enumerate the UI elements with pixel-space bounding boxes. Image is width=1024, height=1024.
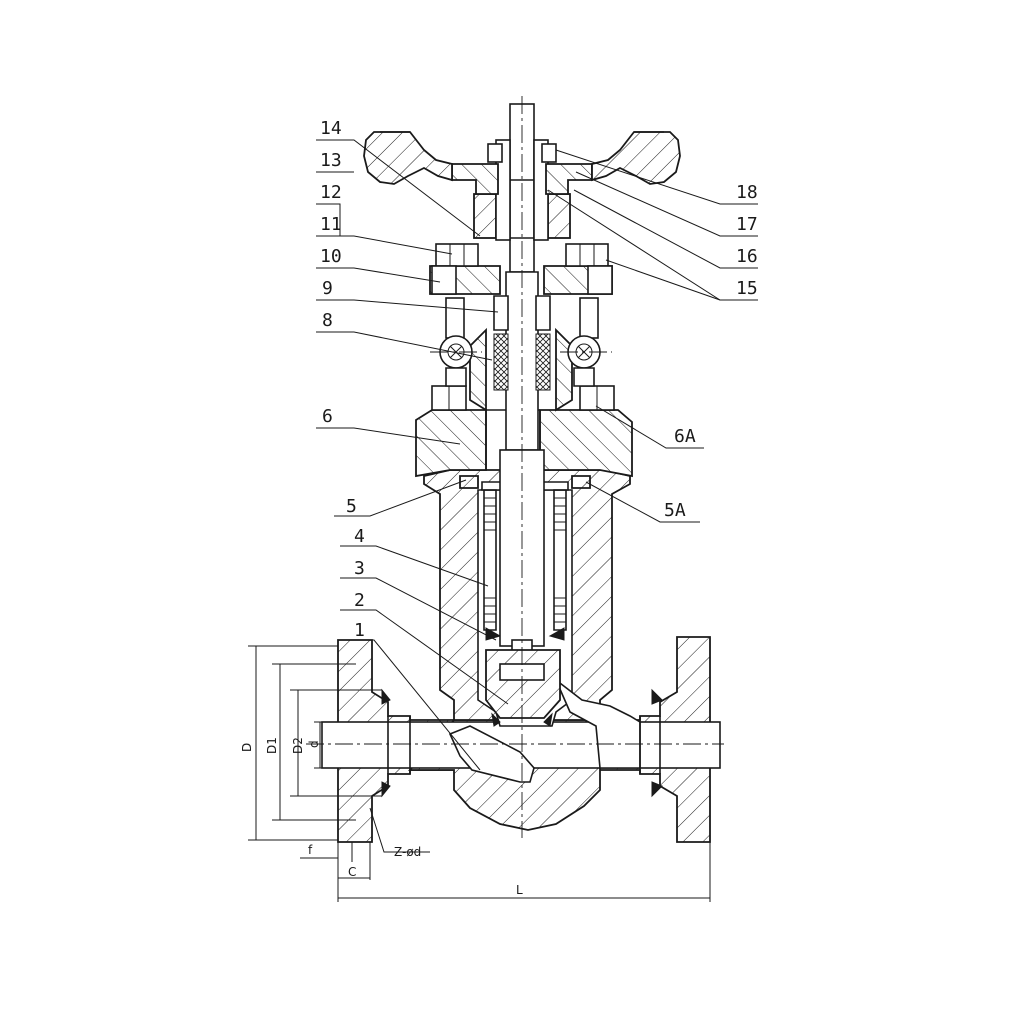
label-9: 9: [322, 278, 333, 299]
dim-C: C: [348, 865, 356, 879]
label-16: 16: [736, 246, 758, 267]
packing: [493, 333, 551, 391]
dim-D2: D2: [291, 737, 305, 754]
part-labels: 14 13 12 11 10 9 8 6 5 4 3 2 1 18 17 16 …: [320, 118, 758, 641]
label-17: 17: [736, 214, 758, 235]
label-4: 4: [354, 526, 365, 547]
bonnet: [415, 327, 633, 478]
dim-bolt: Z-ød: [394, 845, 421, 859]
label-13: 13: [320, 150, 342, 171]
label-14: 14: [320, 118, 342, 139]
gland-flange: [429, 243, 613, 387]
label-10: 10: [320, 246, 342, 267]
dim-D: D: [240, 743, 254, 752]
dim-d: d: [307, 740, 321, 748]
label-5A: 5A: [664, 500, 686, 521]
leader-lines: [316, 139, 758, 771]
label-15: 15: [736, 278, 758, 299]
dim-f: f: [308, 843, 313, 857]
dimension-labels: D D1 D2 d f C L Z-ød: [240, 737, 523, 897]
centerlines: [306, 96, 724, 838]
label-1: 1: [354, 620, 365, 641]
label-2: 2: [354, 590, 365, 611]
label-6: 6: [322, 406, 333, 427]
dim-D1: D1: [265, 737, 279, 754]
label-8: 8: [322, 310, 333, 331]
label-3: 3: [354, 558, 365, 579]
dimension-lines: [248, 645, 711, 902]
dim-L: L: [516, 883, 523, 897]
label-18: 18: [736, 182, 758, 203]
label-12: 12: [320, 182, 342, 203]
label-5: 5: [346, 496, 357, 517]
label-11: 11: [320, 214, 342, 235]
label-6A: 6A: [674, 426, 696, 447]
handwheel: [363, 131, 681, 185]
